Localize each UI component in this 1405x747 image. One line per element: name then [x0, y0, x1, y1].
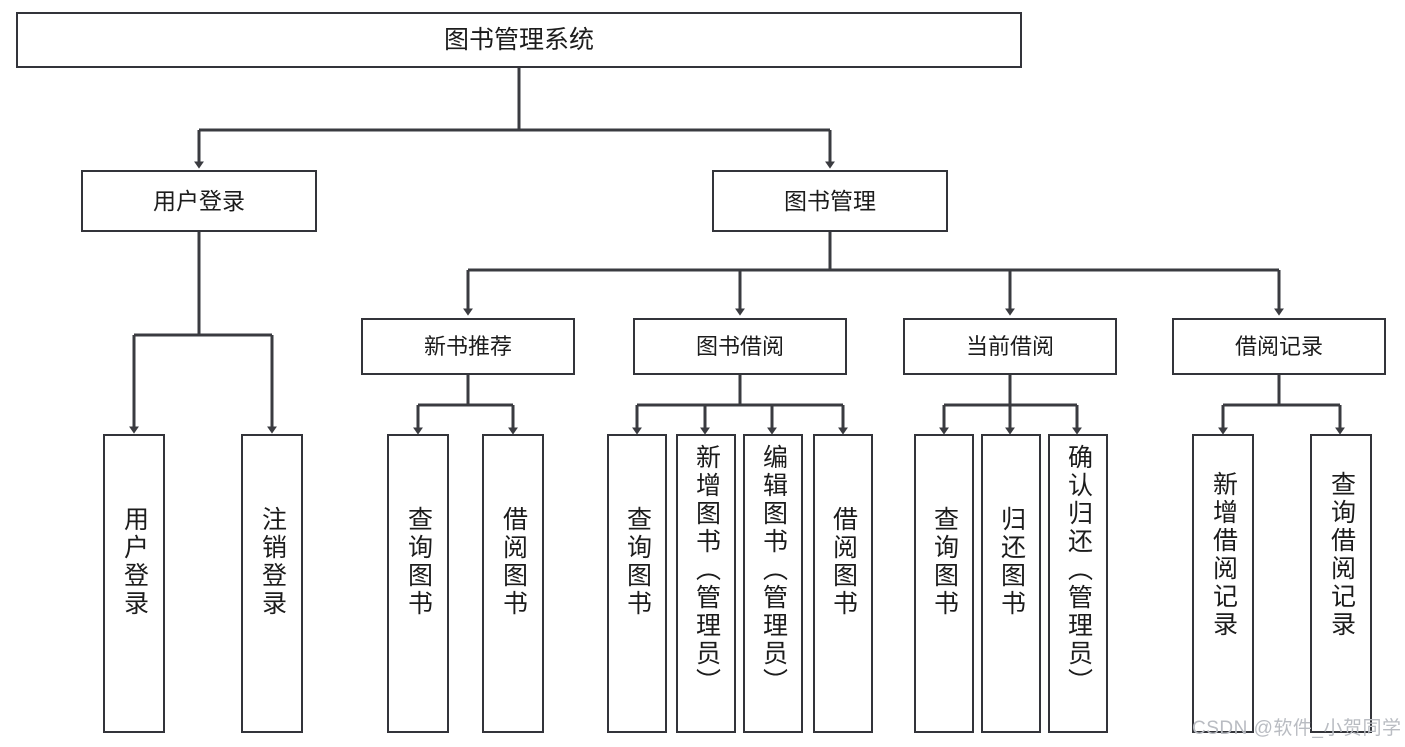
node-label: 查询借阅记录: [1327, 471, 1356, 639]
leaf-edit-book-admin[interactable]: 编辑图书（管理员）: [743, 434, 803, 733]
node-label: 新增图书（管理员）: [692, 444, 721, 696]
node-label: 借阅图书: [829, 506, 858, 618]
leaf-user-login[interactable]: 用户登录: [103, 434, 165, 733]
node-new-book-recommend[interactable]: 新书推荐: [361, 318, 575, 375]
leaf-query-borrow-record[interactable]: 查询借阅记录: [1310, 434, 1372, 733]
leaf-confirm-return-admin[interactable]: 确认归还（管理员）: [1048, 434, 1108, 733]
leaf-borrow-book-new[interactable]: 借阅图书: [482, 434, 544, 733]
node-label: 图书管理系统: [443, 25, 594, 54]
node-label: 新增借阅记录: [1209, 471, 1238, 639]
node-label: 借阅图书: [499, 506, 528, 618]
leaf-add-borrow-record[interactable]: 新增借阅记录: [1192, 434, 1254, 733]
watermark: CSDN @软件_小贺同学: [1192, 718, 1402, 739]
node-label: 编辑图书（管理员）: [759, 444, 788, 696]
node-label: 查询图书: [623, 506, 652, 618]
node-label: 查询图书: [404, 506, 433, 618]
leaf-return-book[interactable]: 归还图书: [981, 434, 1041, 733]
node-label: 注销登录: [258, 506, 287, 618]
node-label: 新书推荐: [423, 333, 512, 359]
node-label: 用户登录: [120, 506, 149, 618]
node-label: 确认归还（管理员）: [1064, 444, 1093, 696]
node-label: 图书借阅: [695, 333, 784, 359]
node-borrow-record[interactable]: 借阅记录: [1172, 318, 1386, 375]
node-label: 查询图书: [930, 506, 959, 618]
node-label: 当前借阅: [965, 333, 1054, 359]
leaf-borrow-book[interactable]: 借阅图书: [813, 434, 873, 733]
leaf-query-book-borrow[interactable]: 查询图书: [607, 434, 667, 733]
leaf-query-book-current[interactable]: 查询图书: [914, 434, 974, 733]
leaf-logout[interactable]: 注销登录: [241, 434, 303, 733]
leaf-add-book-admin[interactable]: 新增图书（管理员）: [676, 434, 736, 733]
node-root-system[interactable]: 图书管理系统: [16, 12, 1022, 68]
node-label: 归还图书: [997, 506, 1026, 618]
node-user-login[interactable]: 用户登录: [81, 170, 317, 232]
node-label: 图书管理: [784, 187, 876, 214]
node-label: 借阅记录: [1234, 333, 1323, 359]
node-book-borrow[interactable]: 图书借阅: [633, 318, 847, 375]
node-label: 用户登录: [153, 187, 245, 214]
node-current-borrow[interactable]: 当前借阅: [903, 318, 1117, 375]
node-book-management[interactable]: 图书管理: [712, 170, 948, 232]
leaf-query-book-new[interactable]: 查询图书: [387, 434, 449, 733]
